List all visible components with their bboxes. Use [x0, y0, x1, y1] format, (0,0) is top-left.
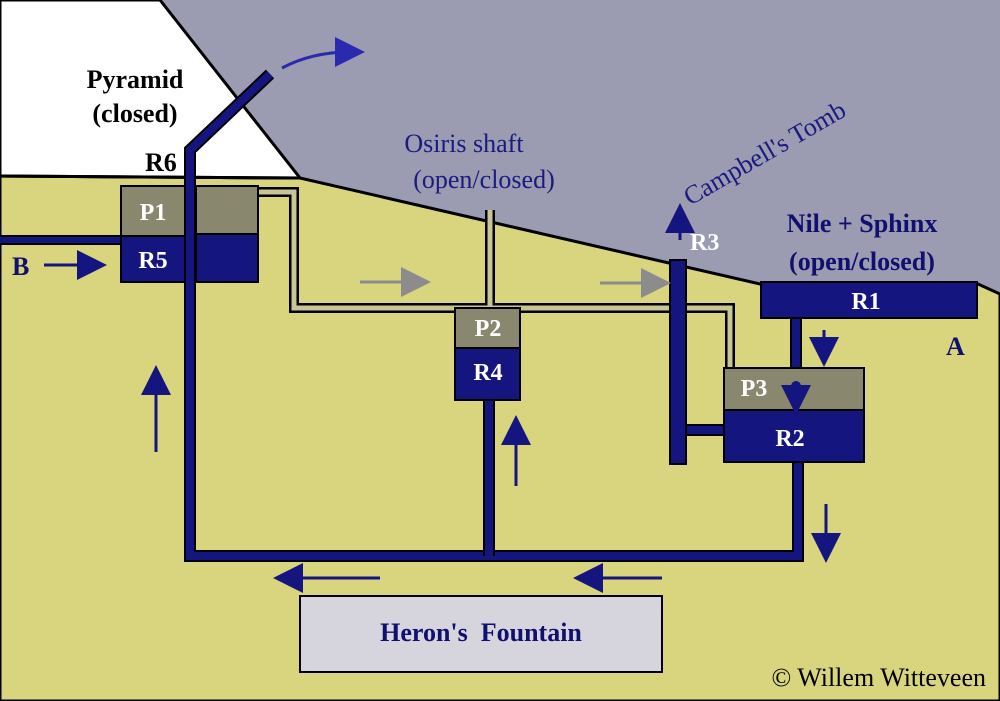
chamber-r6-side [195, 185, 259, 283]
r2-label: R2 [775, 426, 804, 452]
flow-arrows [44, 37, 841, 593]
point-b-label: B [12, 252, 29, 281]
herons-fountain-box [299, 595, 663, 673]
air-tubes [258, 187, 735, 370]
nile-sphinx-label: Nile + Sphinx [787, 209, 938, 238]
chamber-r1 [760, 281, 978, 319]
osiris-shaft-label: Osiris shaft [404, 129, 524, 158]
p3-label: P3 [741, 376, 768, 402]
chamber-p2-r4 [454, 307, 521, 401]
nile-status-label: (open/closed) [789, 247, 935, 276]
r4-label: R4 [473, 360, 502, 386]
r3-pipe [669, 259, 687, 465]
r6-label: R6 [145, 148, 177, 177]
outflow-arrow-icon [281, 37, 365, 70]
r5-label: R5 [138, 248, 167, 274]
p2-label: P2 [475, 316, 502, 342]
ground [0, 174, 1000, 701]
pyramid-label: Pyramid [87, 65, 184, 94]
p1-label: P1 [140, 200, 167, 226]
chamber-p1-r5 [120, 185, 186, 283]
pyramid-status-label: (closed) [92, 99, 177, 128]
osiris-status-label: (open/closed) [413, 165, 555, 194]
point-a-label: A [946, 332, 965, 361]
water-pipes [0, 69, 804, 562]
copyright-notice: © Willem Witteveen [771, 663, 986, 692]
herons-fountain-label: Heron's Fountain [380, 618, 582, 647]
r3-label: R3 [690, 230, 719, 256]
r1-label: R1 [851, 289, 880, 315]
